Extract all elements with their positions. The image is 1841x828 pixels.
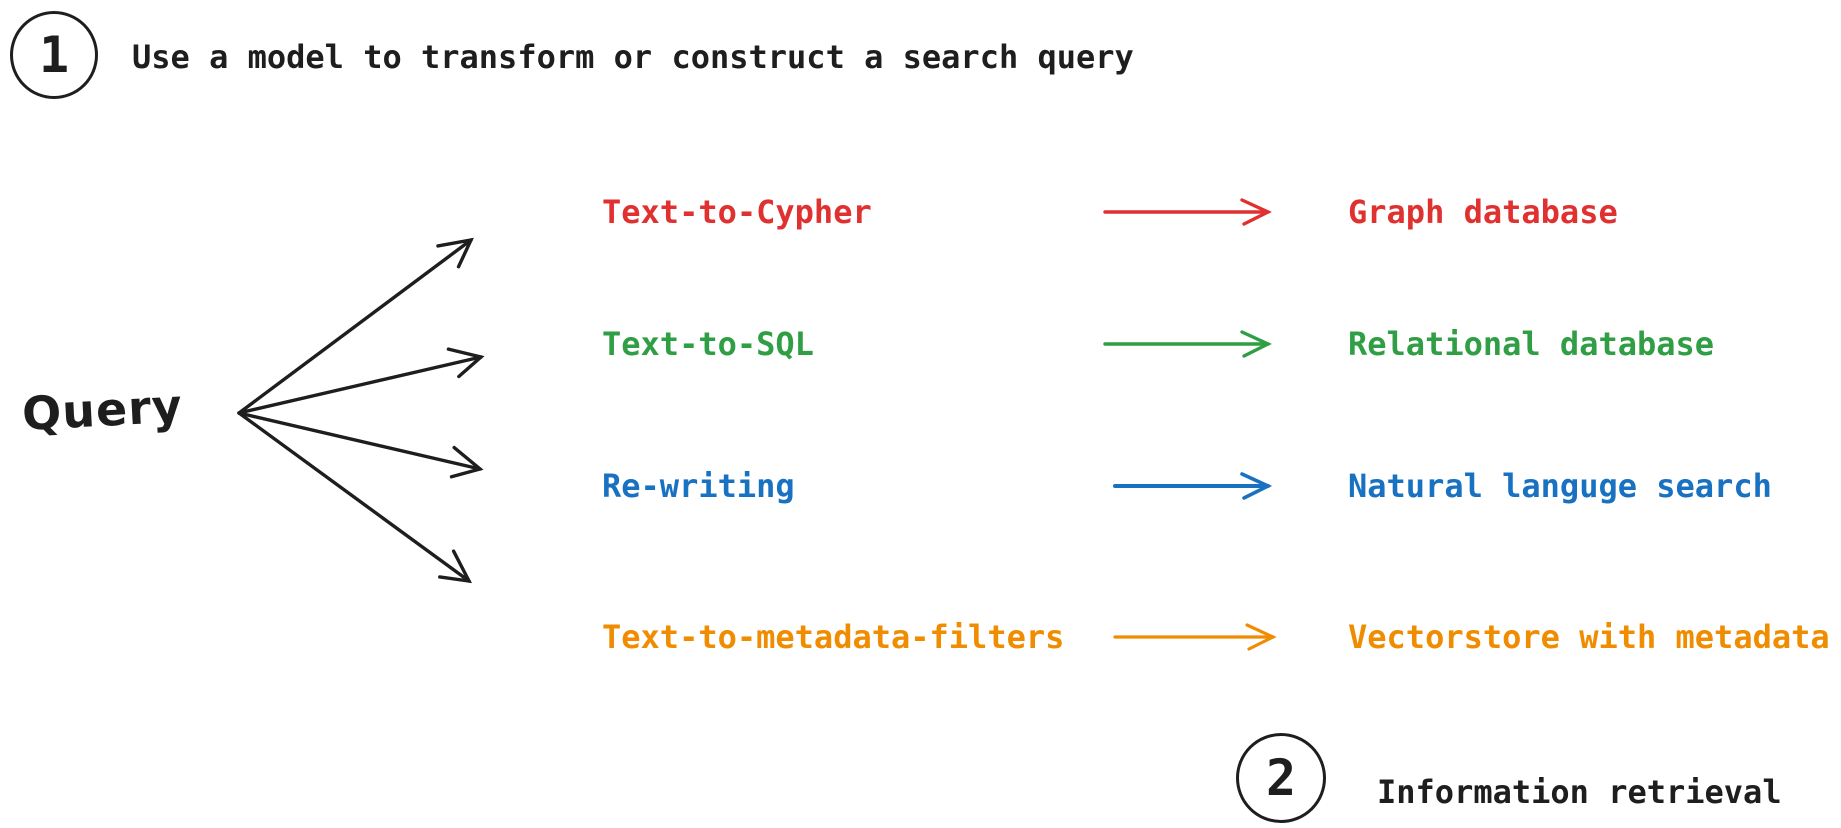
route-target-label: Graph database [1348, 193, 1618, 231]
fan-arrow-3 [237, 411, 484, 479]
route-method-label: Text-to-SQL [602, 325, 814, 363]
route-arrow-icon [1103, 198, 1272, 226]
fan-arrow-1 [237, 237, 474, 415]
route-arrow-icon [1103, 330, 1272, 358]
route-method-label: Re-writing [602, 467, 795, 505]
step-1-badge: 1 [10, 11, 98, 99]
route-method-label: Text-to-Cypher [602, 193, 872, 231]
route-arrow-icon [1113, 466, 1295, 506]
step-1-number: 1 [38, 26, 70, 84]
route-target-label: Vectorstore with metadata [1348, 618, 1830, 656]
fan-arrow-2 [237, 347, 485, 415]
route-target-label: Relational database [1348, 325, 1715, 363]
route-target-label: Natural languge search [1348, 467, 1772, 505]
step-2-number: 2 [1265, 749, 1297, 807]
route-method-label: Text-to-metadata-filters [602, 618, 1065, 656]
route-arrow-icon [1113, 623, 1277, 651]
step-1-label: Use a model to transform or construct a … [132, 38, 1134, 76]
fan-arrow-4 [237, 411, 473, 584]
step-2-label: Information retrieval [1377, 773, 1782, 811]
query-label: Query [20, 378, 185, 441]
step-2-badge: 2 [1236, 733, 1326, 823]
